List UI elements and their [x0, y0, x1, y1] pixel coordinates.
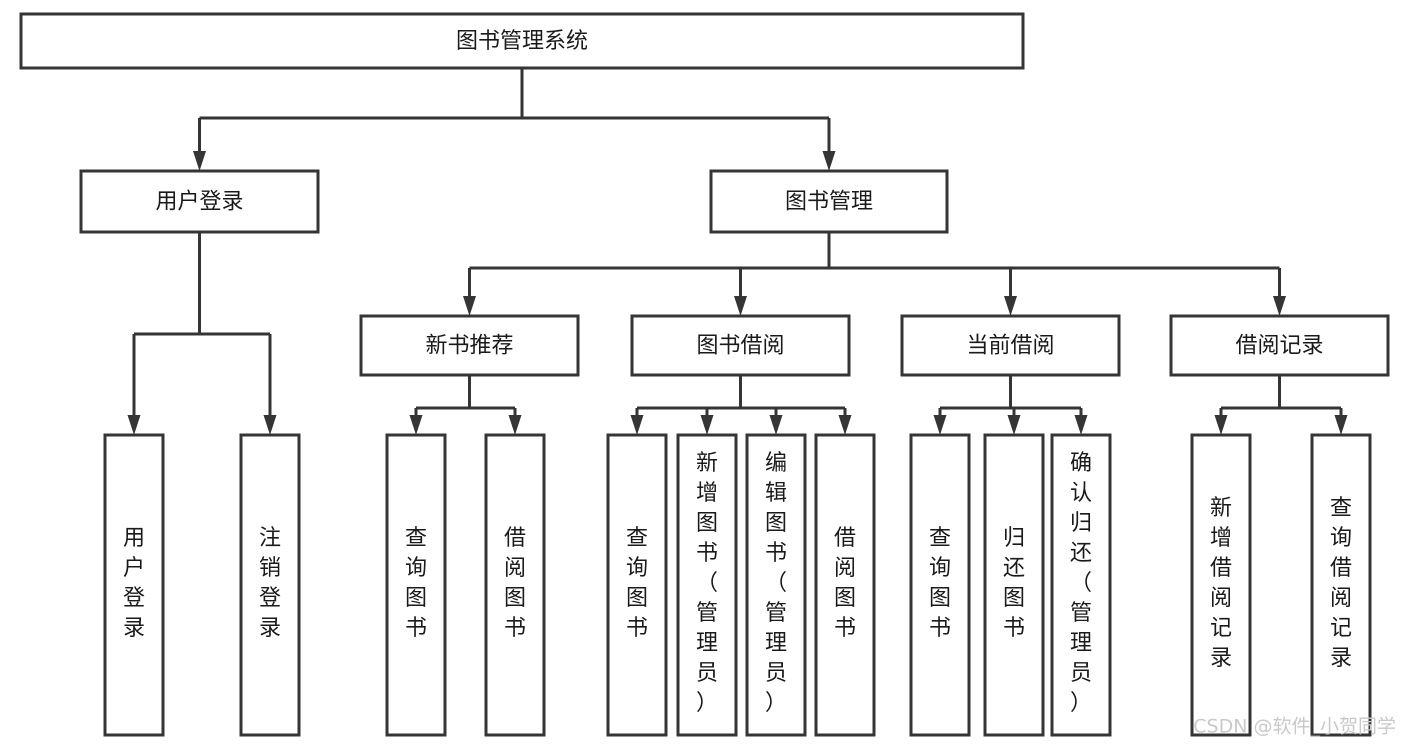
- node-box-new-book-rec[interactable]: [359, 314, 580, 377]
- node-box-root[interactable]: [19, 12, 1025, 70]
- node-book-manage[interactable]: 图书管理: [709, 169, 949, 234]
- node-current-borrow[interactable]: 当前借阅: [900, 314, 1121, 377]
- connector-edges-layer: [127, 68, 1348, 435]
- node-label-leaf-confirm-return-admin: 确认归还（管理员）: [1070, 451, 1092, 716]
- connector-book-manage: [463, 232, 1286, 316]
- node-leaf-borrow-book-2[interactable]: 借阅图书: [814, 433, 876, 737]
- node-box-leaf-add-borrow-record[interactable]: [1190, 433, 1252, 737]
- connector-current-borrow: [933, 375, 1088, 435]
- node-leaf-user-login[interactable]: 用户登录: [103, 433, 165, 737]
- node-label-leaf-add-book-admin: 新增图书（管理员）: [696, 451, 718, 716]
- node-user-login[interactable]: 用户登录: [79, 169, 320, 234]
- watermark-label: CSDN @软件_小贺同学: [1193, 716, 1396, 738]
- node-box-book-manage[interactable]: [709, 169, 949, 234]
- node-label-book-borrow: 图书借阅: [696, 334, 784, 359]
- node-box-leaf-return-book[interactable]: [983, 433, 1045, 737]
- connector-new-book-rec: [409, 375, 522, 435]
- node-box-user-login[interactable]: [79, 169, 320, 234]
- node-label-new-book-rec: 新书推荐: [425, 334, 513, 359]
- node-box-borrow-record[interactable]: [1169, 314, 1390, 377]
- node-box-book-borrow[interactable]: [630, 314, 851, 377]
- node-box-current-borrow[interactable]: [900, 314, 1121, 377]
- node-label-borrow-record: 借阅记录: [1235, 334, 1323, 359]
- node-label-user-login: 用户登录: [155, 190, 243, 215]
- node-label-leaf-add-borrow-record: 新增借阅记录: [1210, 496, 1232, 671]
- node-label-current-borrow: 当前借阅: [966, 334, 1054, 359]
- node-leaf-return-book[interactable]: 归还图书: [983, 433, 1045, 737]
- node-label-book-manage: 图书管理: [785, 190, 873, 215]
- node-label-leaf-query-borrow-record: 查询借阅记录: [1330, 496, 1352, 671]
- node-box-leaf-confirm-return-admin[interactable]: [1050, 433, 1112, 737]
- node-root[interactable]: 图书管理系统: [19, 12, 1025, 70]
- node-boxes-layer: 图书管理系统用户登录图书管理新书推荐图书借阅当前借阅借阅记录用户登录注销登录查询…: [19, 12, 1390, 737]
- node-box-leaf-user-login[interactable]: [103, 433, 165, 737]
- node-leaf-logout[interactable]: 注销登录: [239, 433, 301, 737]
- node-label-leaf-borrow-book-1: 借阅图书: [504, 526, 526, 641]
- node-box-leaf-query-borrow-record[interactable]: [1310, 433, 1372, 737]
- node-label-leaf-borrow-book-2: 借阅图书: [834, 526, 856, 641]
- node-leaf-query-borrow-record[interactable]: 查询借阅记录: [1310, 433, 1372, 737]
- node-leaf-query-book-3[interactable]: 查询图书: [909, 433, 971, 737]
- node-box-leaf-query-book-1[interactable]: [385, 433, 447, 737]
- node-leaf-query-book-1[interactable]: 查询图书: [385, 433, 447, 737]
- node-leaf-borrow-book-1[interactable]: 借阅图书: [484, 433, 546, 737]
- node-label-leaf-edit-book-admin: 编辑图书（管理员）: [765, 451, 787, 716]
- node-new-book-rec[interactable]: 新书推荐: [359, 314, 580, 377]
- node-label-leaf-query-book-3: 查询图书: [929, 526, 951, 641]
- node-box-leaf-edit-book-admin[interactable]: [745, 433, 807, 737]
- node-book-borrow[interactable]: 图书借阅: [630, 314, 851, 377]
- node-box-leaf-add-book-admin[interactable]: [676, 433, 738, 737]
- node-leaf-edit-book-admin[interactable]: 编辑图书（管理员）: [745, 433, 807, 737]
- connector-book-borrow: [630, 375, 852, 435]
- node-leaf-add-book-admin[interactable]: 新增图书（管理员）: [676, 433, 738, 737]
- node-box-leaf-borrow-book-1[interactable]: [484, 433, 546, 737]
- node-borrow-record[interactable]: 借阅记录: [1169, 314, 1390, 377]
- node-label-leaf-query-book-1: 查询图书: [405, 526, 427, 641]
- node-label-leaf-query-book-2: 查询图书: [626, 526, 648, 641]
- connector-root: [193, 68, 836, 171]
- node-box-leaf-query-book-2[interactable]: [606, 433, 668, 737]
- node-label-leaf-return-book: 归还图书: [1003, 526, 1025, 641]
- node-leaf-confirm-return-admin[interactable]: 确认归还（管理员）: [1050, 433, 1112, 737]
- node-leaf-query-book-2[interactable]: 查询图书: [606, 433, 668, 737]
- node-label-leaf-user-login: 用户登录: [123, 526, 145, 641]
- node-leaf-add-borrow-record[interactable]: 新增借阅记录: [1190, 433, 1252, 737]
- connector-borrow-record: [1214, 375, 1348, 435]
- node-box-leaf-query-book-3[interactable]: [909, 433, 971, 737]
- node-box-leaf-borrow-book-2[interactable]: [814, 433, 876, 737]
- node-label-leaf-logout: 注销登录: [259, 526, 281, 641]
- node-box-leaf-logout[interactable]: [239, 433, 301, 737]
- node-label-root: 图书管理系统: [456, 29, 588, 54]
- connector-user-login: [127, 232, 277, 435]
